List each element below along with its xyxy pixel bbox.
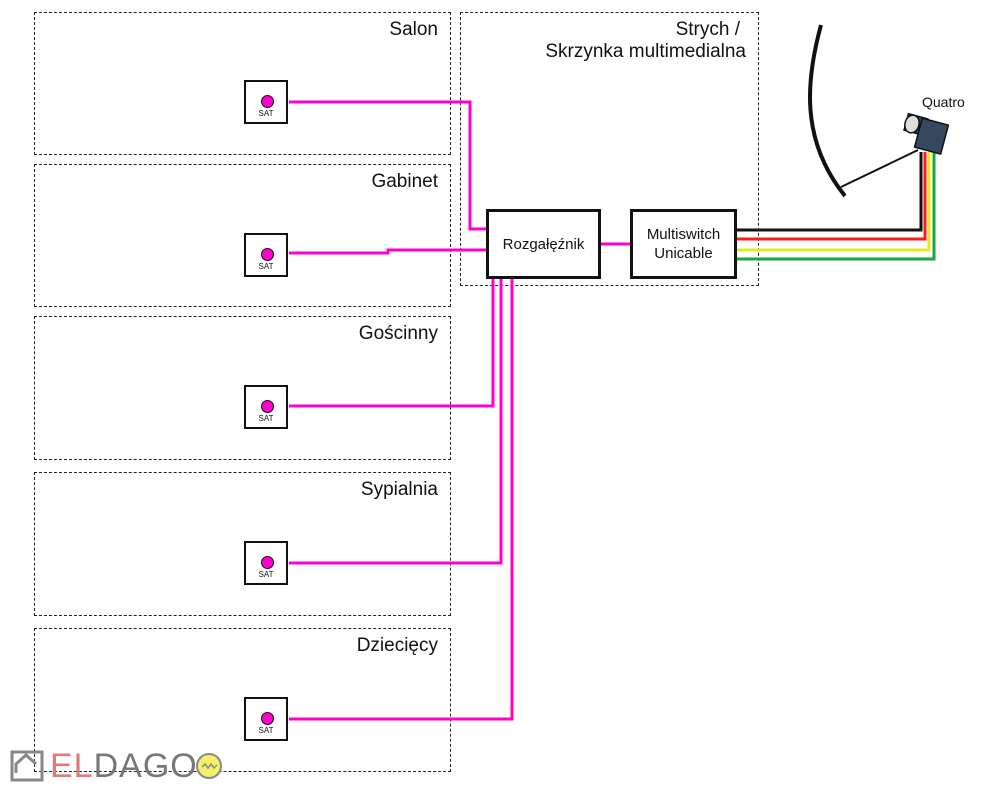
cable-salon [289, 100, 488, 231]
sat-socket-sypialnia: SAT [244, 541, 288, 585]
splitter-box: Rozgałęźnik [486, 209, 601, 279]
socket-label: SAT [258, 726, 274, 735]
sat-socket-gabinet: SAT [244, 233, 288, 277]
logo-text-el: EL [50, 746, 94, 785]
dish-icon [807, 24, 847, 198]
cable-sypialnia [289, 279, 503, 565]
cable-lnb-yellow [736, 152, 931, 252]
wave-circle-icon [195, 753, 222, 779]
socket-label: SAT [258, 570, 274, 579]
room-label: Salon [389, 19, 438, 40]
socket-dot-icon [261, 712, 274, 725]
attic-label-line2: Skrzynka multimedialna [545, 41, 746, 62]
cable-lnb-green [736, 152, 936, 261]
room-label: Dziecięcy [356, 635, 438, 656]
logo-text-dago: DAGO [93, 746, 198, 785]
cable-goscinny [289, 279, 495, 408]
room-salon: Salon [34, 12, 451, 155]
socket-dot-icon [261, 95, 274, 108]
socket-label: SAT [258, 414, 274, 423]
room-sypialnia: Sypialnia [34, 472, 451, 616]
sat-socket-dzieciecy: SAT [244, 697, 288, 741]
sat-socket-goscinny: SAT [244, 385, 288, 429]
socket-dot-icon [261, 556, 274, 569]
socket-label: SAT [258, 109, 274, 118]
room-dzieciecy: Dziecięcy [34, 628, 451, 772]
multiswitch-box: Multiswitch Unicable [630, 209, 737, 279]
cable-lnb-red [736, 152, 927, 241]
room-attic: Strych / Skrzynka multimedialna [460, 12, 759, 286]
attic-label-line1: Strych / [675, 19, 740, 40]
multiswitch-label-line1: Multiswitch [646, 226, 721, 243]
lnb-icon [903, 112, 950, 156]
room-goscinny: Gościnny [34, 316, 451, 460]
lnb-label: Quatro [922, 94, 965, 110]
splitter-label: Rozgałęźnik [502, 235, 585, 253]
multiswitch-label-line2: Unicable [654, 245, 713, 262]
cable-dzieciecy [289, 279, 514, 721]
room-gabinet: Gabinet [34, 164, 451, 307]
room-label: Sypialnia [360, 479, 438, 500]
cable-gabinet [289, 248, 488, 255]
dish-arm [840, 149, 919, 188]
socket-dot-icon [261, 248, 274, 261]
house-icon [10, 750, 44, 782]
cable-lnb-black [736, 152, 923, 232]
sat-socket-salon: SAT [244, 80, 288, 124]
socket-label: SAT [258, 262, 274, 271]
attic-label: Strych / Skrzynka multimedialna [545, 19, 746, 63]
socket-dot-icon [261, 400, 274, 413]
room-label: Gabinet [371, 171, 438, 192]
room-label: Gościnny [358, 323, 438, 344]
